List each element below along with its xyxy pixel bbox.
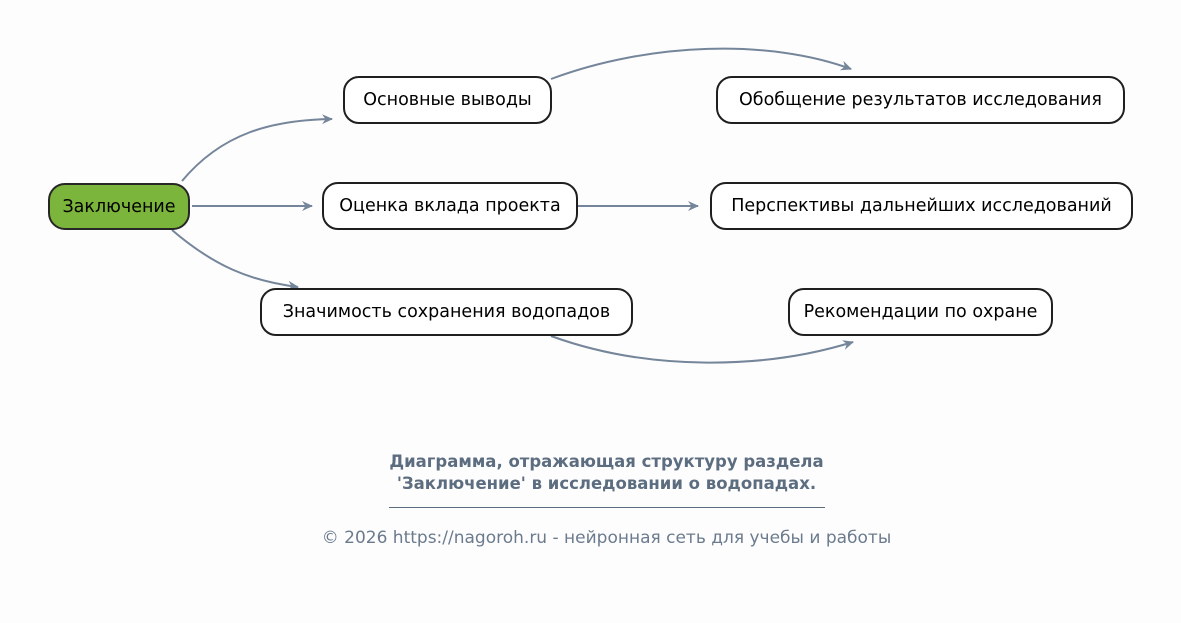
caption-separator <box>388 507 825 508</box>
node-label: Рекомендации по охране <box>803 302 1038 322</box>
node-znachimost-sohraneniya-vodopadov: Значимость сохранения водопадов <box>260 288 633 336</box>
caption-line2: 'Заключение' в исследовании о водопадах. <box>396 474 817 494</box>
edge-root-to-znachimost <box>171 229 299 291</box>
node-label: Перспективы дальнейших исследований <box>731 196 1112 216</box>
copyright-text: © 2026 https://nagoroh.ru - нейронная се… <box>321 528 892 548</box>
diagram-caption: Диаграмма, отражающая структуру раздела … <box>257 451 957 496</box>
edge-znachimost-to-rekomendacii <box>550 335 854 364</box>
edge-osnovnye-to-obobshchenie <box>550 47 852 80</box>
node-obobshchenie-rezultatov: Обобщение результатов исследования <box>716 76 1125 124</box>
node-label: Значимость сохранения водопадов <box>282 302 611 322</box>
node-label: Заключение <box>62 196 176 217</box>
node-perspektivy-issledovanij: Перспективы дальнейших исследований <box>710 182 1133 230</box>
edge-root-to-osnovnye-vyvody <box>181 114 333 182</box>
node-label: Основные выводы <box>363 90 532 110</box>
node-zaklyuchenie: Заключение <box>48 183 190 230</box>
node-label: Обобщение результатов исследования <box>739 90 1102 110</box>
node-ocenka-vklada-proekta: Оценка вклада проекта <box>322 182 578 230</box>
node-label: Оценка вклада проекта <box>339 196 561 216</box>
node-rekomendacii-po-ohrane: Рекомендации по охране <box>788 288 1053 336</box>
caption-line1: Диаграмма, отражающая структуру раздела <box>389 452 824 471</box>
node-osnovnye-vyvody: Основные выводы <box>343 76 552 124</box>
